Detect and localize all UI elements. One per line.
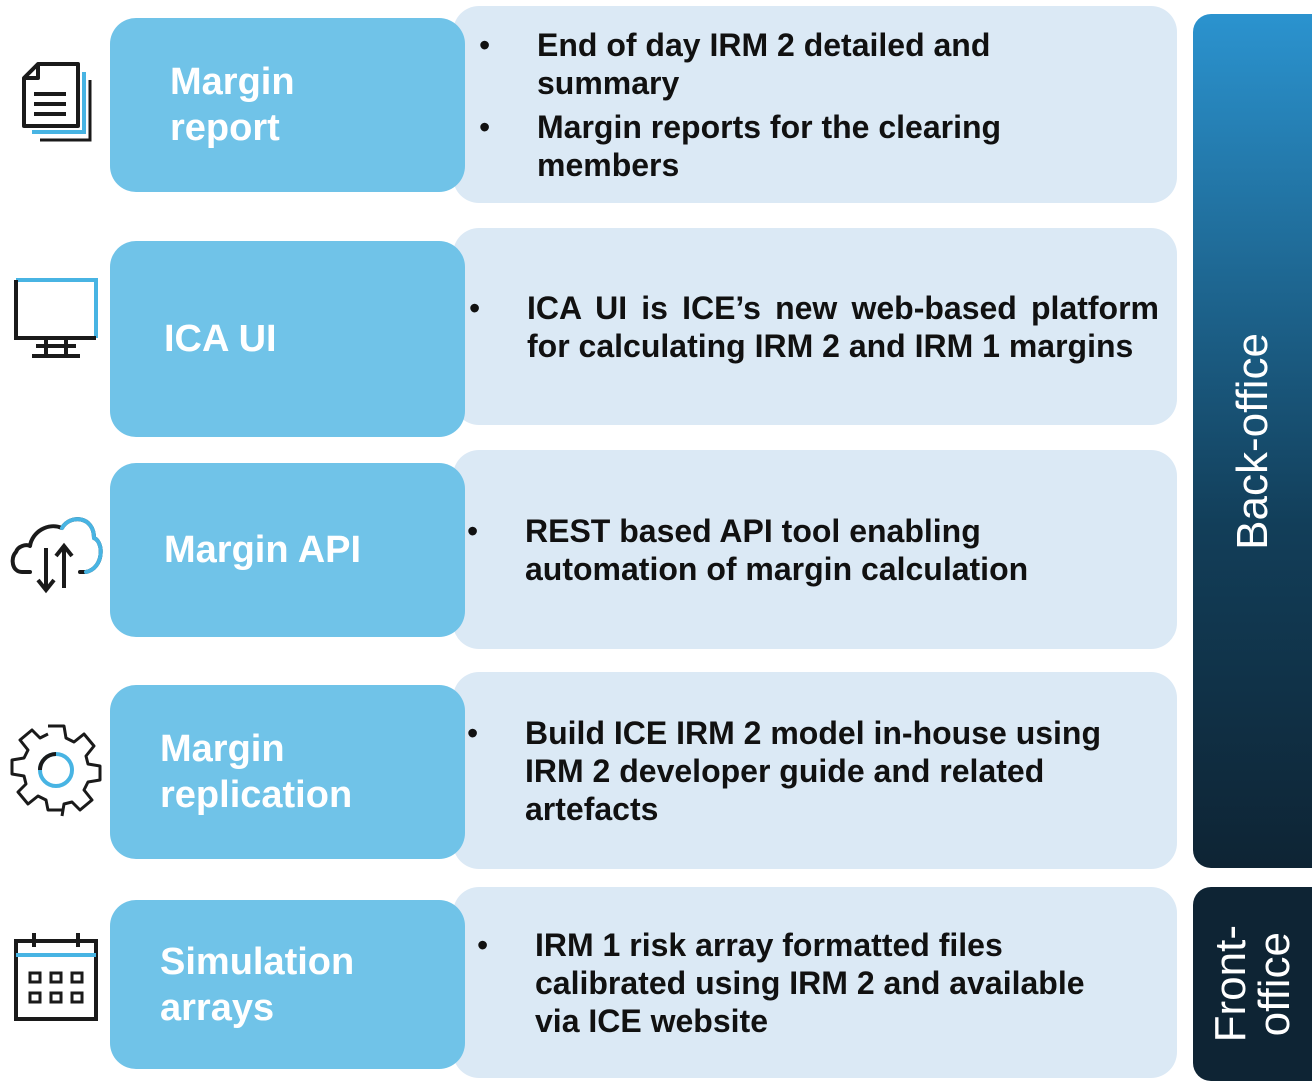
tile-label: Simulation arrays <box>160 940 355 1029</box>
monitor-icon <box>14 278 98 358</box>
back-office-bar: Back-office <box>1193 14 1312 868</box>
bullet-list: REST based API tool enabling automation … <box>453 512 1125 588</box>
bullet-item: End of day IRM 2 detailed and summary <box>479 26 1097 102</box>
bullet-list: End of day IRM 2 detailed and summary Ma… <box>453 26 1097 184</box>
tile-label: Margin replication <box>160 728 353 816</box>
description-panel: ICA UI is ICE’s new web-based platform f… <box>453 228 1177 425</box>
bullet-item: Build ICE IRM 2 model in-house using IRM… <box>467 714 1125 828</box>
description-panel: Build ICE IRM 2 model in-house using IRM… <box>453 672 1177 869</box>
feature-tile: Margin report <box>110 18 465 192</box>
cloud-sync-icon <box>10 517 103 594</box>
bullet-item: REST based API tool enabling automation … <box>467 512 1125 588</box>
calendar-icon <box>14 933 98 1021</box>
front-office-label: Front- office <box>1205 925 1299 1043</box>
description-panel: REST based API tool enabling automation … <box>453 450 1177 649</box>
feature-tile: ICA UI <box>110 241 465 437</box>
gear-icon <box>10 724 102 817</box>
row-ica-ui: ICA UI is ICE’s new web-based platform f… <box>0 228 1185 437</box>
description-panel: IRM 1 risk array formatted files calibra… <box>453 887 1177 1078</box>
bullet-list: Build ICE IRM 2 model in-house using IRM… <box>453 714 1125 828</box>
row-margin-api: REST based API tool enabling automation … <box>0 450 1185 649</box>
tile-label: ICA UI <box>164 318 277 360</box>
bullet-item: IRM 1 risk array formatted files calibra… <box>477 926 1095 1040</box>
bullet-item: ICA UI is ICE’s new web-based platform f… <box>469 289 1159 365</box>
tile-label: Margin API <box>164 529 362 571</box>
row-margin-report: End of day IRM 2 detailed and summary Ma… <box>0 6 1185 203</box>
tile-label: Margin report <box>170 61 295 149</box>
description-panel: End of day IRM 2 detailed and summary Ma… <box>453 6 1177 203</box>
document-icon <box>22 62 92 142</box>
bullet-list: ICA UI is ICE’s new web-based platform f… <box>453 289 1159 365</box>
feature-tile: Margin API <box>110 463 465 637</box>
bullet-item: Margin reports for the clearing members <box>479 108 1097 184</box>
front-office-bar: Front- office <box>1193 887 1312 1081</box>
back-office-label: Back-office <box>1227 332 1277 550</box>
row-simulation-arrays: IRM 1 risk array formatted files calibra… <box>0 887 1185 1078</box>
feature-tile: Margin replication <box>110 685 465 859</box>
feature-tile: Simulation arrays <box>110 900 465 1069</box>
bullet-list: IRM 1 risk array formatted files calibra… <box>453 926 1095 1040</box>
row-margin-replication: Build ICE IRM 2 model in-house using IRM… <box>0 672 1185 869</box>
